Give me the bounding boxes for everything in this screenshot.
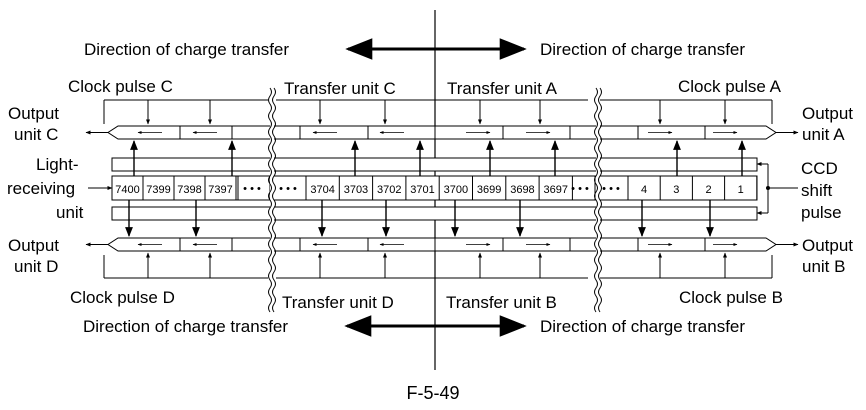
clock-pulse-a-label: Clock pulse A: [678, 77, 782, 96]
output-d-label-line1: Output: [8, 236, 59, 255]
clock-pulse-ticks-bottom: [146, 252, 727, 278]
break-line-1-b: [598, 87, 602, 313]
shift-register-bottom: [107, 237, 777, 252]
pixel-left-2: 7398: [177, 184, 201, 196]
direction-label-bottom-left: Direction of charge transfer: [83, 317, 288, 336]
direction-label-bottom-right: Direction of charge transfer: [540, 317, 745, 336]
output-a-label-line2: unit A: [802, 125, 845, 144]
pixel-center-left-0: 3704: [310, 184, 334, 196]
pixel-center-right-2: 3698: [510, 184, 534, 196]
output-c-label-line1: Output: [8, 104, 59, 123]
pixel-center-left-1: 3703: [344, 184, 368, 196]
pixel-right-0: 4: [641, 184, 647, 196]
break-marks: [268, 87, 602, 313]
break-line-1-a: [594, 87, 598, 313]
output-d-label-line2: unit D: [14, 257, 58, 276]
pixel-ellipsis-left-a: • • •: [243, 183, 261, 195]
pixel-center-left-3: 3701: [410, 184, 434, 196]
pixel-ellipsis-right-b: • • •: [602, 183, 620, 195]
break-line-0-b: [272, 87, 276, 313]
clock-pulse-c-label: Clock pulse C: [68, 77, 173, 96]
pixel-left-3: 7397: [208, 184, 232, 196]
pixel-left-0: 7400: [115, 184, 139, 196]
ccd-shift-pulse-connector: [756, 162, 784, 215]
transfer-gate-bottom: [111, 206, 758, 221]
output-a-label-line1: Output: [802, 104, 853, 123]
clock-pulse-d-label: Clock pulse D: [70, 288, 175, 307]
direction-label-top-right: Direction of charge transfer: [540, 40, 745, 59]
light-receiving-label-line2: receiving: [7, 179, 75, 198]
light-receiving-label-line1: Light-: [36, 155, 79, 174]
pixel-right-3: 1: [738, 184, 744, 196]
pixel-ellipsis-left-b: • • •: [279, 183, 297, 195]
transfer-unit-a-label: Transfer unit A: [447, 79, 558, 98]
pixel-ellipsis-right-a: • • •: [571, 183, 589, 195]
pixel-center-left-2: 3702: [377, 184, 401, 196]
shift-register-top: [107, 125, 777, 140]
pixel-right-1: 3: [673, 184, 679, 196]
ccd-label-line1: CCD: [801, 159, 838, 178]
figure-caption: F-5-49: [406, 383, 459, 403]
clock-pulse-ticks-top: [146, 100, 727, 125]
light-receiving-label-line3: unit: [56, 203, 84, 222]
output-c-label-line2: unit C: [14, 125, 58, 144]
transfer-gate-top: [111, 157, 758, 172]
ccd-label-line2: shift: [801, 181, 832, 200]
pixel-center-right-3: 3697: [544, 184, 568, 196]
transfer-unit-b-label: Transfer unit B: [446, 293, 557, 312]
clock-pulse-b-label: Clock pulse B: [679, 288, 783, 307]
transfer-unit-c-label: Transfer unit C: [284, 79, 396, 98]
pixel-right-2: 2: [705, 184, 711, 196]
output-b-label-line2: unit B: [802, 257, 845, 276]
pixel-center-right-1: 3699: [477, 184, 501, 196]
direction-label-top-left: Direction of charge transfer: [84, 40, 289, 59]
output-b-label-line1: Output: [802, 236, 853, 255]
pixel-left-1: 7399: [146, 184, 170, 196]
transfer-arrows-bottom: [125, 200, 714, 237]
pixel-center-right-0: 3700: [444, 184, 468, 196]
transfer-unit-d-label: Transfer unit D: [282, 293, 394, 312]
ccd-label-line3: pulse: [801, 203, 842, 222]
light-receiving-row: 7400 7399 7398 7397 3704 3703 3702 3701 3700 3699…: [111, 175, 758, 201]
transfer-arrows-top: [130, 140, 746, 176]
break-line-0-a: [268, 87, 272, 313]
